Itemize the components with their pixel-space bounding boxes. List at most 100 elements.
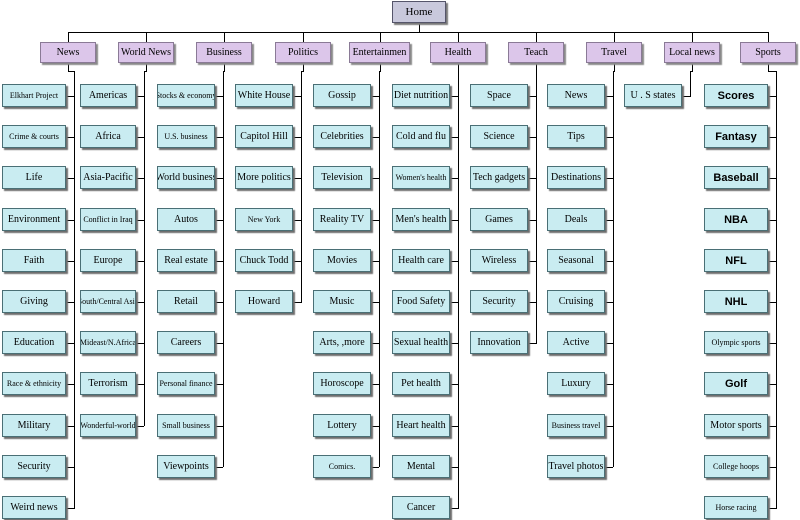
connector-line — [66, 508, 74, 509]
connector-line — [136, 178, 144, 179]
node-entertainmen-horoscope: Horoscope — [313, 372, 371, 395]
node-health-sexual-health: Sexual health — [392, 331, 450, 354]
category-news: News — [40, 42, 96, 63]
node-teach-tech-gadgets: Tech gadgets — [470, 166, 528, 189]
connector-line — [380, 32, 381, 42]
connector-line — [690, 71, 693, 72]
node-entertainmen-lottery: Lottery — [313, 414, 371, 437]
connector-line — [371, 384, 379, 385]
node-business-retail: Retail — [157, 290, 215, 313]
node-business-world-business: World business — [157, 166, 215, 189]
node-entertainmen-celebrities: Celebrities — [313, 125, 371, 148]
connector-line — [371, 178, 379, 179]
connector-line — [371, 467, 379, 468]
node-business-careers: Careers — [157, 331, 215, 354]
node-business-viewpoints: Viewpoints — [157, 455, 215, 478]
connector-line — [528, 178, 536, 179]
category-local-news: Local news — [664, 42, 720, 63]
node-sports-olympic-sports: Olympic sports — [704, 331, 768, 354]
node-entertainmen-music: Music — [313, 290, 371, 313]
connector-line — [379, 71, 381, 72]
node-travel-seasonal: Seasonal — [547, 249, 605, 272]
connector-line — [605, 343, 613, 344]
node-politics-capitol-hill: Capitol Hill — [235, 125, 293, 148]
connector-line — [136, 343, 144, 344]
node-health-heart-health: Heart health — [392, 414, 450, 437]
node-health-cancer: Cancer — [392, 496, 450, 519]
connector-line — [224, 63, 225, 71]
node-sports-fantasy: Fantasy — [704, 125, 768, 148]
node-travel-cruising: Cruising — [547, 290, 605, 313]
node-politics-howard: Howard — [235, 290, 293, 313]
connector-line — [536, 71, 537, 72]
node-health-mental: Mental — [392, 455, 450, 478]
category-sports: Sports — [740, 42, 796, 63]
node-travel-travel-photos: Travel photos — [547, 455, 605, 478]
connector-line — [136, 426, 144, 427]
connector-line — [528, 137, 536, 138]
node-business-autos: Autos — [157, 208, 215, 231]
node-teach-science: Science — [470, 125, 528, 148]
node-news-faith: Faith — [2, 249, 66, 272]
connector-line — [223, 71, 225, 72]
connector-line — [605, 467, 613, 468]
node-travel-business-travel: Business travel — [547, 414, 605, 437]
node-sports-golf: Golf — [704, 372, 768, 395]
connector-line — [450, 508, 458, 509]
connector-line — [136, 96, 144, 97]
connector-line — [450, 384, 458, 385]
node-travel-deals: Deals — [547, 208, 605, 231]
category-world-news: World News — [118, 42, 174, 63]
connector-line — [68, 32, 769, 33]
connector-line — [768, 137, 776, 138]
connector-line — [450, 261, 458, 262]
connector-line — [768, 32, 769, 42]
connector-line — [371, 343, 379, 344]
connector-line — [450, 96, 458, 97]
node-world-news-conflict-in-iraq: Conflict in Iraq — [80, 208, 136, 231]
connector-line — [303, 32, 304, 42]
connector-line — [605, 261, 613, 262]
node-news-elkhart-project: Elkhart Project — [2, 84, 66, 107]
connector-line — [301, 71, 302, 303]
connector-line — [74, 71, 75, 509]
connector-line — [66, 467, 74, 468]
node-sports-scores: Scores — [704, 84, 768, 107]
node-health-food-safety: Food Safety — [392, 290, 450, 313]
connector-line — [293, 220, 301, 221]
connector-line — [450, 137, 458, 138]
connector-line — [146, 63, 147, 71]
node-world-news-americas: Americas — [80, 84, 136, 107]
connector-line — [293, 137, 301, 138]
connector-line — [450, 178, 458, 179]
connector-line — [215, 426, 223, 427]
node-teach-space: Space — [470, 84, 528, 107]
connector-line — [371, 426, 379, 427]
connector-line — [144, 71, 145, 426]
node-news-weird-news: Weird news — [2, 496, 66, 519]
connector-line — [605, 302, 613, 303]
node-world-news-wonderful-world: Wonderful-world — [80, 414, 136, 437]
connector-line — [215, 343, 223, 344]
connector-line — [371, 220, 379, 221]
connector-line — [66, 343, 74, 344]
connector-line — [215, 384, 223, 385]
connector-line — [303, 63, 304, 71]
node-sports-nfl: NFL — [704, 249, 768, 272]
connector-line — [450, 467, 458, 468]
connector-line — [215, 261, 223, 262]
connector-line — [146, 32, 147, 42]
connector-line — [136, 302, 144, 303]
connector-line — [293, 261, 301, 262]
node-teach-security: Security — [470, 290, 528, 313]
node-sports-motor-sports: Motor sports — [704, 414, 768, 437]
node-sports-baseball: Baseball — [704, 166, 768, 189]
connector-line — [605, 220, 613, 221]
connector-line — [458, 63, 459, 71]
node-world-news-terrorism: Terrorism — [80, 372, 136, 395]
connector-line — [293, 302, 301, 303]
node-news-military: Military — [2, 414, 66, 437]
connector-line — [215, 467, 223, 468]
connector-line — [450, 343, 458, 344]
connector-line — [528, 261, 536, 262]
